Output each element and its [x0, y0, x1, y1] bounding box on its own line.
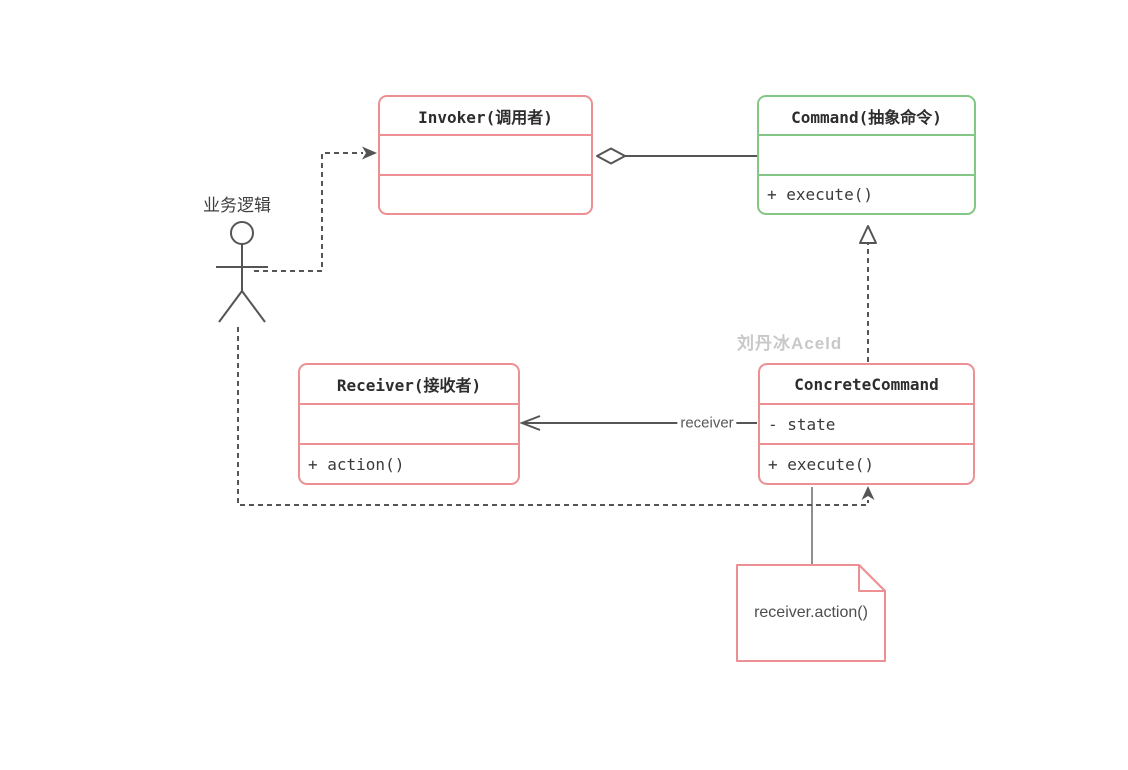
arrowhead-into-concrete: [861, 486, 875, 500]
class-box-invoker: Invoker(调用者): [378, 95, 593, 215]
actor-leg-right: [241, 290, 266, 323]
arrowhead-into-invoker: [362, 146, 377, 160]
class-title-invoker: Invoker(调用者): [418, 107, 553, 127]
class-attributes-receiver: [300, 403, 518, 443]
association-edge-label: receiver: [677, 414, 737, 432]
class-attributes-invoker: [380, 134, 591, 173]
aggregation-diamond-icon: [596, 147, 626, 165]
note-shape: [736, 564, 886, 662]
note-outline: [736, 564, 886, 662]
realization-triangle-icon: [859, 225, 877, 244]
arrowhead-into-receiver: [519, 415, 541, 431]
class-methods-concrete-command: + execute(): [760, 443, 973, 483]
class-attributes-command: [759, 134, 974, 173]
class-box-concrete-command: ConcreteCommand - state + execute(): [758, 363, 975, 485]
class-title-command: Command(抽象命令): [791, 107, 942, 127]
class-title-receiver: Receiver(接收者): [336, 376, 482, 395]
actor-label: 业务逻辑: [203, 196, 271, 215]
watermark-text: 刘丹冰Aceld: [737, 334, 843, 353]
class-attributes-concrete-command: - state: [760, 403, 973, 443]
edge-actor-to-invoker-path: [254, 152, 363, 272]
class-methods-invoker: [380, 173, 591, 213]
actor-leg-left: [218, 290, 243, 323]
note-fold-corner: [858, 564, 886, 592]
edge-actor-to-concrete: [237, 327, 875, 506]
note-text: receiver.action(): [754, 604, 868, 621]
actor-figure: [216, 221, 268, 323]
edge-invoker-to-command: [596, 147, 757, 165]
class-methods-receiver: + action(): [300, 443, 518, 483]
class-box-command: Command(抽象命令) + execute(): [757, 95, 976, 215]
edge-actor-to-concrete-path: [237, 327, 869, 506]
edge-concrete-to-command: [859, 225, 877, 362]
class-box-receiver: Receiver(接收者) + action(): [298, 363, 520, 485]
class-methods-command: + execute(): [759, 173, 974, 213]
class-title-concrete-command: ConcreteCommand: [794, 374, 939, 394]
actor-head: [230, 221, 254, 245]
edge-actor-to-invoker: [254, 146, 377, 272]
